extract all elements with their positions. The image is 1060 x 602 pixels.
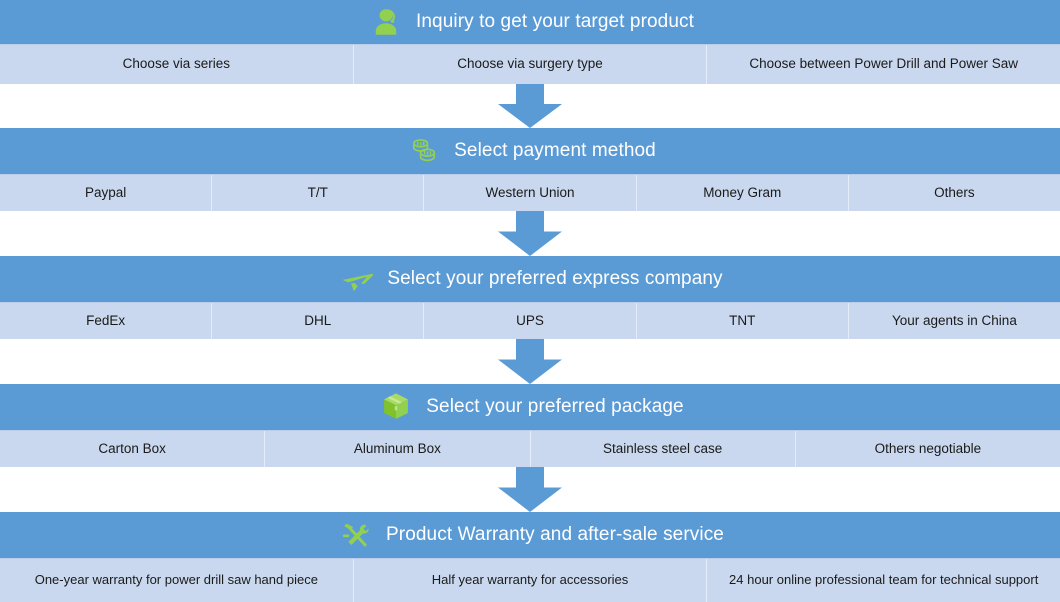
option-western-union[interactable]: Western Union xyxy=(424,175,637,211)
section-header-payment: Select payment method xyxy=(0,128,1060,174)
option-choose-via-series[interactable]: Choose via series xyxy=(0,45,354,84)
option-others-negotiable[interactable]: Others negotiable xyxy=(874,440,982,456)
option-choose-via-surgery[interactable]: Choose via surgery type xyxy=(354,45,708,84)
section-header-package: Select your preferred package xyxy=(0,384,1060,430)
connector-gap-2 xyxy=(0,211,1060,256)
down-arrow-3 xyxy=(498,339,562,384)
section-header-warranty: Product Warranty and after-sale service xyxy=(0,512,1060,558)
option-money-gram[interactable]: Money Gram xyxy=(637,175,849,211)
option-dhl[interactable]: DHL xyxy=(212,303,425,339)
section-payment: Select payment method Paypal T/T Western… xyxy=(0,128,1060,211)
option-tt[interactable]: T/T xyxy=(212,175,425,211)
connector-gap-1 xyxy=(0,84,1060,128)
section-title-express: Select your preferred express company xyxy=(387,268,723,289)
option-carton-box[interactable]: Carton Box xyxy=(0,431,266,467)
option-half-year-warranty[interactable]: Half year warranty for accessories xyxy=(354,559,708,602)
option-tnt[interactable]: TNT xyxy=(637,303,849,339)
support-person-icon xyxy=(366,2,406,42)
down-arrow-2 xyxy=(498,211,562,256)
section-inquiry: Inquiry to get your target product Choos… xyxy=(0,0,1060,84)
option-aluminum-box[interactable]: Aluminum Box xyxy=(265,431,531,467)
hammer-wrench-icon xyxy=(336,515,376,555)
down-arrow-1 xyxy=(498,84,562,128)
options-row-express: FedEx DHL UPS TNT Your agents in China xyxy=(0,302,1060,339)
option-paypal[interactable]: Paypal xyxy=(0,175,213,211)
option-fedex[interactable]: FedEx xyxy=(0,303,213,339)
options-row-payment: Paypal T/T Western Union Money Gram Othe… xyxy=(0,174,1060,211)
option-ups[interactable]: UPS xyxy=(424,303,637,339)
options-row-package: Carton Box Aluminum Box Stainless steel … xyxy=(0,430,1060,467)
options-row-inquiry: Choose via series Choose via surgery typ… xyxy=(0,44,1060,84)
option-choose-drill-or-saw[interactable]: Choose between Power Drill and Power Saw xyxy=(749,56,1018,72)
option-one-year-warranty[interactable]: One-year warranty for power drill saw ha… xyxy=(0,559,354,602)
options-row-warranty: One-year warranty for power drill saw ha… xyxy=(0,558,1060,602)
option-others[interactable]: Others xyxy=(934,184,975,200)
section-warranty: Product Warranty and after-sale service … xyxy=(0,512,1060,602)
option-agents-in-china[interactable]: Your agents in China xyxy=(891,312,1017,328)
section-package: Select your preferred package Carton Box… xyxy=(0,384,1060,467)
down-arrow-4 xyxy=(498,467,562,512)
section-title-warranty: Product Warranty and after-sale service xyxy=(386,524,724,545)
section-title-package: Select your preferred package xyxy=(426,396,684,417)
connector-gap-3 xyxy=(0,339,1060,384)
option-stainless-steel-case[interactable]: Stainless steel case xyxy=(531,431,796,467)
section-title-inquiry: Inquiry to get your target product xyxy=(416,11,694,32)
connector-gap-4 xyxy=(0,467,1060,512)
section-title-payment: Select payment method xyxy=(454,140,656,161)
section-header-inquiry: Inquiry to get your target product xyxy=(0,0,1060,44)
option-24-hour-support[interactable]: 24 hour online professional team for tec… xyxy=(729,572,1039,588)
package-box-icon xyxy=(376,387,416,427)
airplane-icon xyxy=(337,259,377,299)
section-express: Select your preferred express company Fe… xyxy=(0,256,1060,339)
coins-icon xyxy=(404,131,444,171)
section-header-express: Select your preferred express company xyxy=(0,256,1060,302)
